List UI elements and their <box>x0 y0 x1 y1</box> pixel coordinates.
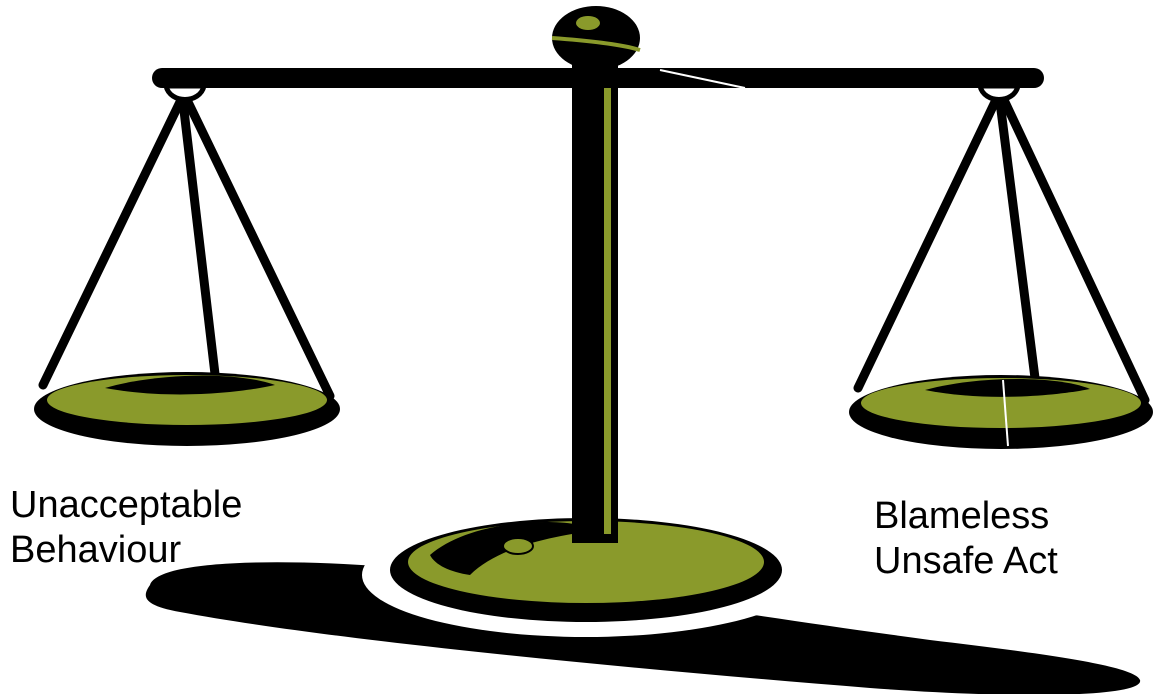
knob-highlight <box>576 16 600 30</box>
scale-beam <box>152 68 1044 88</box>
left-pan-label: Unacceptable Behaviour <box>10 483 242 573</box>
right-chains <box>858 102 1145 400</box>
right-pan-label: Blameless Unsafe Act <box>874 494 1058 584</box>
base-highlight <box>503 538 533 554</box>
center-pillar <box>572 58 618 543</box>
left-hook <box>166 86 204 100</box>
right-label-line1: Blameless <box>874 494 1058 539</box>
left-label-line2: Behaviour <box>10 528 242 573</box>
pillar-stripe <box>604 74 611 534</box>
right-hook <box>980 86 1018 100</box>
right-label-line2: Unsafe Act <box>874 539 1058 584</box>
left-chains <box>43 102 330 396</box>
left-label-line1: Unacceptable <box>10 483 242 528</box>
